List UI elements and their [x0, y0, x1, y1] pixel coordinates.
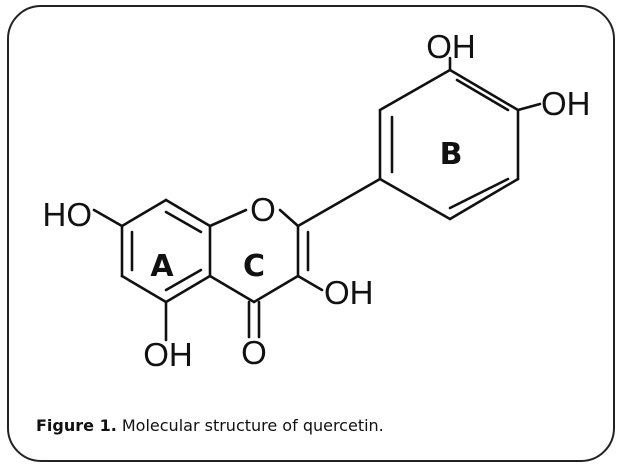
bond-ring-linker: [296, 177, 382, 228]
atom-label-ring-oxygen: O: [250, 191, 276, 228]
bond: [164, 274, 212, 304]
ring-label-c: C: [243, 249, 265, 284]
atom-label-oh-4prime: OH: [541, 85, 591, 122]
figure-caption-text: Molecular structure of quercetin.: [121, 416, 384, 435]
bond: [120, 198, 168, 228]
atom-label-oh-7: HO: [43, 196, 93, 233]
figure-label: Figure 1.: [36, 416, 117, 435]
double-bond-inner: [164, 210, 203, 234]
atom-label-oh-3: OH: [324, 274, 374, 311]
bond: [378, 68, 452, 112]
double-bond-inner: [164, 268, 203, 292]
bond-oh-7: [92, 208, 124, 228]
bond-lines: [92, 56, 542, 342]
bond: [448, 177, 520, 221]
bond: [164, 198, 212, 228]
figure-caption: Figure 1. Molecular structure of quercet…: [36, 416, 384, 435]
bond-oh-4prime: [516, 102, 542, 112]
bond: [378, 177, 452, 221]
bond: [252, 274, 300, 304]
bond: [448, 68, 520, 112]
atom-label-oh-5: OH: [143, 336, 193, 373]
bond-oh-3: [296, 274, 324, 292]
bond: [208, 274, 256, 304]
bond: [278, 208, 300, 228]
double-bond-inner: [455, 78, 510, 112]
bond: [208, 208, 248, 228]
bond: [120, 274, 168, 304]
double-bond-inner: [448, 177, 510, 210]
figure-frame: [7, 5, 615, 462]
ring-label-b: B: [440, 137, 463, 172]
atom-label-carbonyl-oxygen: O: [241, 334, 267, 371]
ring-label-a: A: [150, 249, 174, 284]
atom-label-oh-3prime: OH: [426, 28, 476, 65]
